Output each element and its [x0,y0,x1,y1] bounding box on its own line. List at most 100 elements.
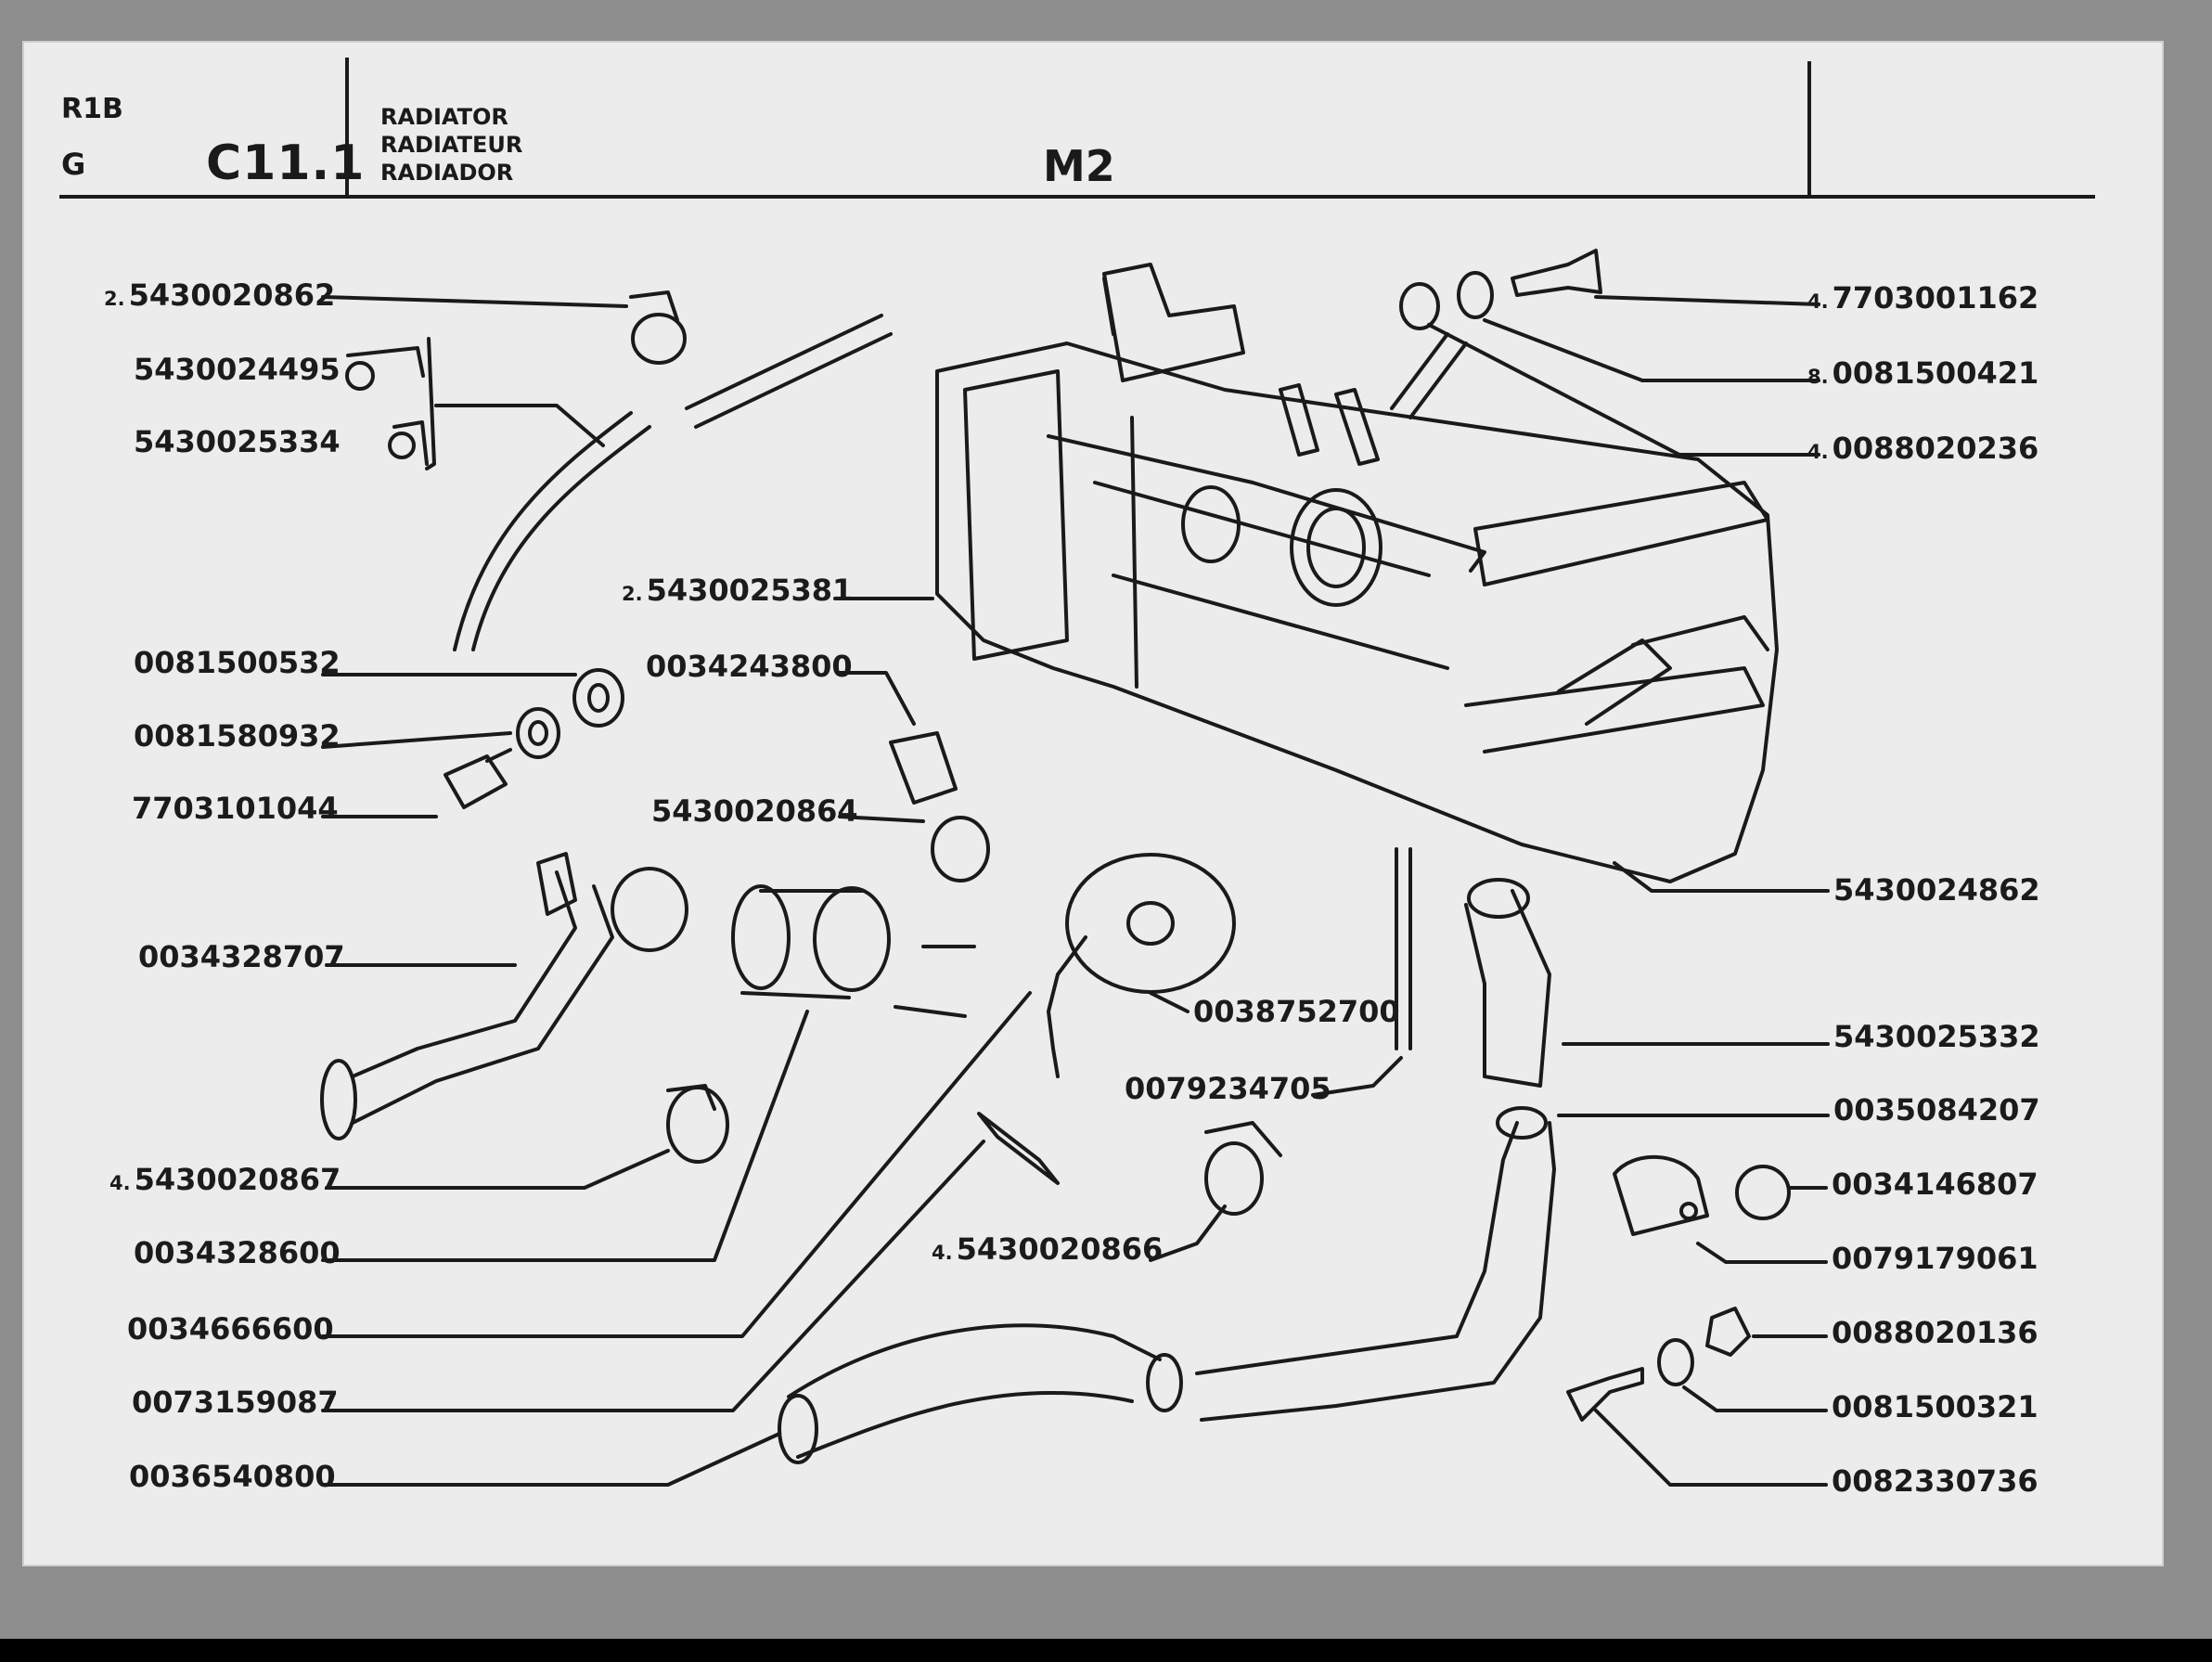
cap-chain [1047,935,1087,1078]
overflow-hose-outline [1408,341,1468,419]
upper-clamp-screw [629,290,679,322]
plug-5430025334 [388,432,416,459]
radiator-side-panel [1473,481,1769,586]
title-english: RADIATOR [380,104,508,130]
spacer-0034146807 [1735,1165,1791,1220]
inlet-nozzle [1279,383,1319,457]
screw-7703101044-shank [485,748,512,763]
lower-hose-right-top [1496,1106,1548,1140]
scan-border [0,1639,2212,1662]
right-hose [1464,889,1551,1088]
lower-hose-left-outline [796,1390,1134,1459]
callout-right: 8.0081500421 [1807,355,2039,391]
leader-0088020236 [1427,323,1820,457]
washer-0081500532 [572,668,624,728]
leader-0038752700 [1149,991,1190,1013]
top-bracket-leg [1102,277,1115,336]
outlet-pipe [351,870,577,1078]
callout-right: 5430024862 [1833,872,2040,908]
leader-5430020862 [321,295,628,308]
callout-left: 0034666600 [127,1311,334,1346]
callout-left: 0073159087 [132,1385,339,1420]
callout-left: 5430025334 [134,424,341,459]
lower-clamp-left [666,1086,729,1164]
leader-5430024862 [1613,861,1830,893]
radiator-core-line-3 [1112,573,1449,670]
diagram-sheet [22,41,2164,1566]
leader-0079234705 [1311,1056,1403,1097]
callout-left: 0034328707 [138,939,345,974]
screw-7703101044 [444,754,508,809]
callout-left: 0034328600 [134,1235,341,1270]
callout-left: 4.5430020867 [109,1162,341,1197]
callout-right: 0079179061 [1832,1241,2038,1276]
radiator-side-panel-lower [1464,666,1765,754]
leader-5430020867 [325,1149,670,1190]
leader-0081500321 [1682,1385,1828,1412]
radiator-core-line-2 [1093,481,1431,577]
washer-0081500532-inner [587,683,610,713]
leader-5430020866 [1149,1205,1227,1262]
outlet-pipe-outline [351,884,614,1125]
lower-clamp-left-screw [666,1084,716,1111]
outlet-pipe-flange [536,852,577,916]
top-bracket [1102,263,1245,382]
callout-right: 0034146807 [1832,1166,2038,1202]
leader-0034328600 [321,1010,809,1262]
nut-0088020136 [1705,1307,1751,1357]
radiator-cap-center [1126,901,1175,946]
filler-neck [1290,488,1382,607]
radiator-badge [1181,485,1241,563]
clamp-5430020864 [931,816,990,883]
callout-left: 5430020864 [651,793,858,829]
callout-right: 0088020136 [1832,1315,2038,1350]
lower-hose-left [787,1323,1162,1398]
washer-0081500421 [1457,271,1494,319]
header-divider-2 [1807,61,1811,197]
callout-left: 7703101044 [132,791,339,826]
callout-left: 0081580932 [134,718,341,754]
variant-code: G [61,147,86,182]
washer-0081580932 [516,707,560,759]
radiator-cap [1065,853,1236,994]
callout-right: 0035084207 [1833,1092,2040,1127]
title-french: RADIATEUR [380,132,523,158]
callout-left: 2.5430025381 [622,573,854,608]
model-code: R1B [61,93,123,125]
sleeve-0034243800 [889,731,958,805]
radiator-tank [935,341,1779,883]
bolt-0082330736 [1566,1367,1644,1422]
lower-clamp-right [1204,1141,1264,1216]
bracket-0079179061 [1613,1154,1709,1236]
callout-left: 0036540800 [129,1459,336,1494]
plug-bracket-2 [392,420,429,466]
radiator-bracket [1557,638,1672,726]
outlet-pipe-end [320,1059,357,1140]
leader-0073159087 [321,1140,985,1412]
bracket-hole [1679,1202,1698,1220]
callout-left: 0081500532 [134,645,341,680]
radiator-bracket-2 [1631,615,1769,651]
callout-left: 5430024495 [134,352,341,387]
leader-0081580932 [321,731,512,749]
hose-sleeve-ghost [894,945,976,1018]
callout-right: 0081500321 [1832,1389,2038,1424]
leader-0082330736 [1594,1409,1828,1487]
upper-hose-2 [685,314,883,410]
callout-left: 0079234705 [1125,1071,1331,1106]
lower-clamp-right-screw [1204,1121,1282,1157]
lower-hose-left-end-2 [1146,1353,1183,1412]
bolt-7703001162 [1511,249,1602,297]
callout-left: 0038752700 [1193,994,1400,1029]
leader-5430025334 [434,404,605,447]
leader-0034243800 [838,671,916,726]
radiator-inner-frame [963,369,1069,661]
plug-5430024495 [345,361,375,391]
callout-right: 4.0088020236 [1807,431,2039,466]
upper-hose-2-outline [694,332,893,429]
header-rule [59,195,2095,199]
plug-bracket [346,346,425,378]
callout-right: 5430025332 [1833,1019,2040,1054]
leader-0036540800 [321,1432,781,1487]
